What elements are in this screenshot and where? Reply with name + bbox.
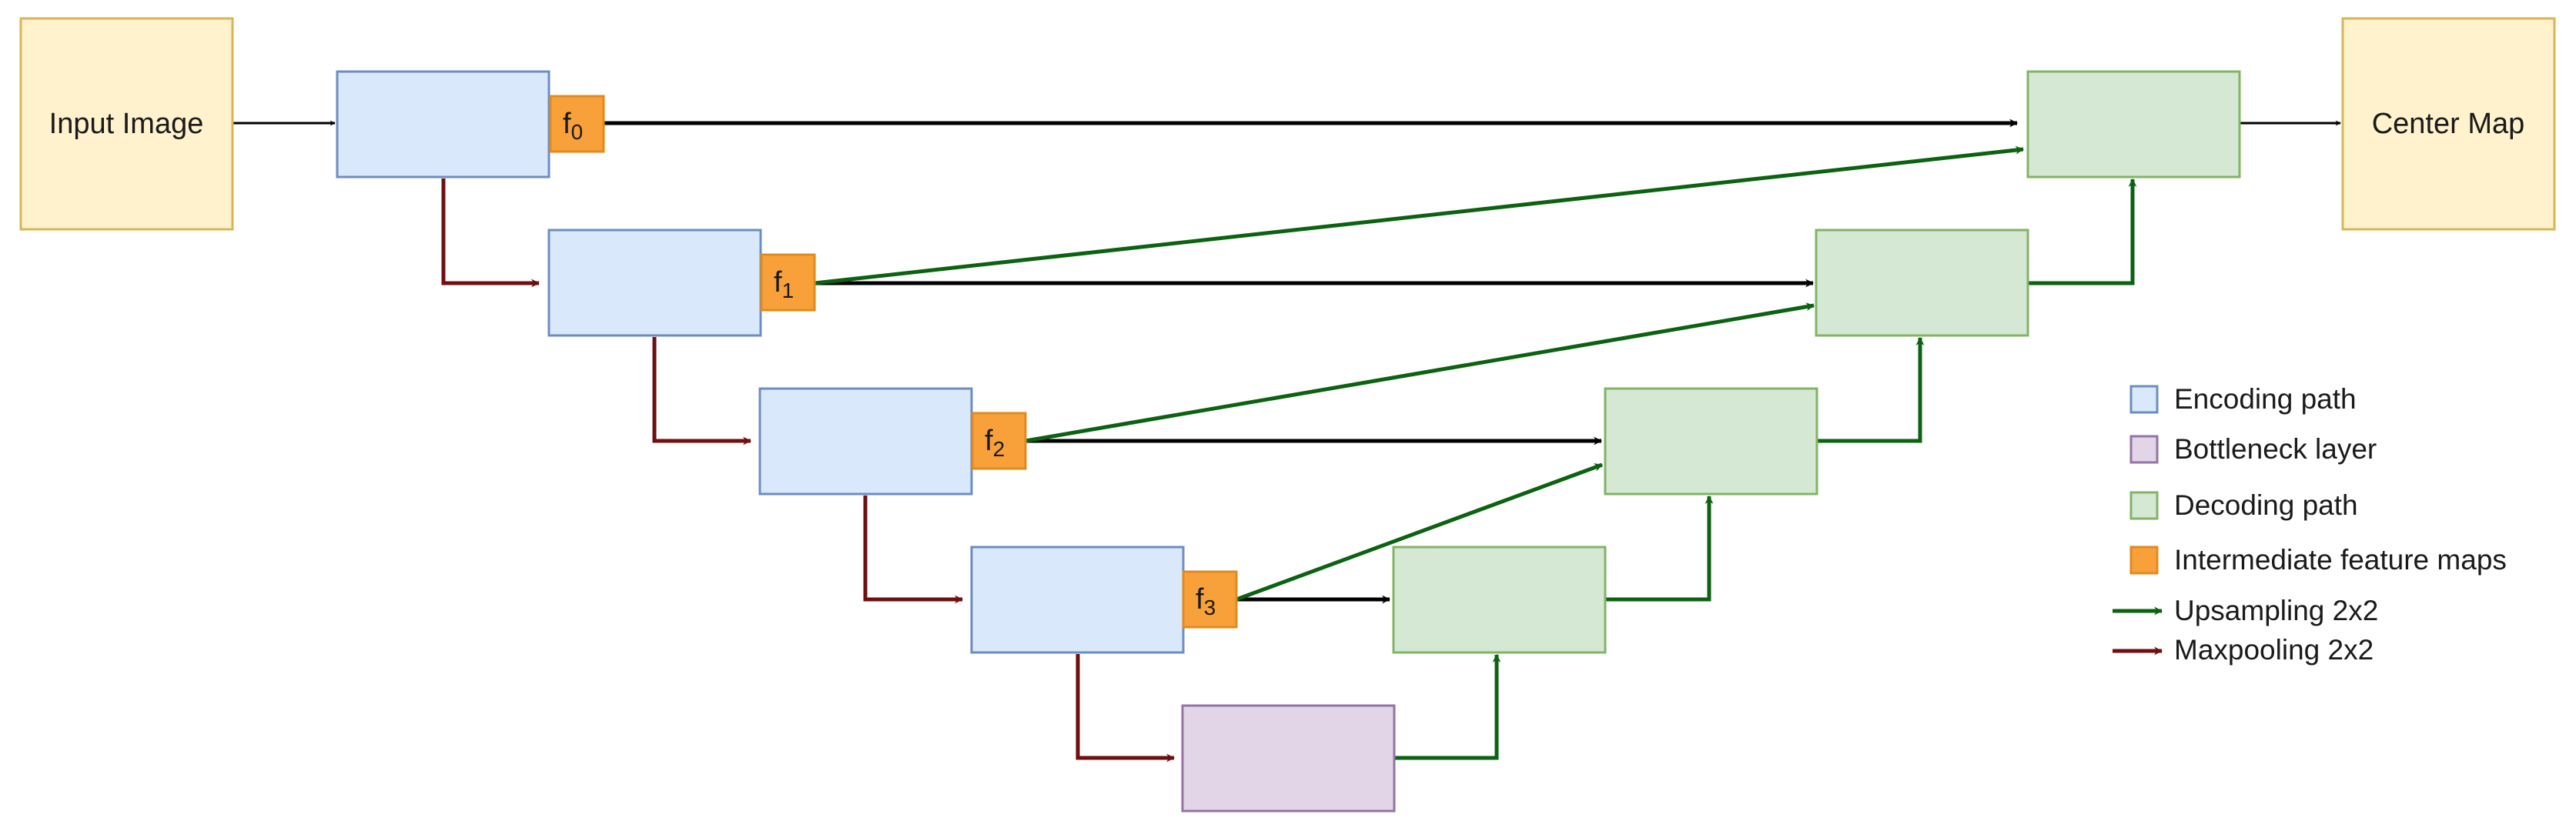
- upsampling-arrows: [814, 145, 2137, 760]
- encoder-blocks: [336, 70, 1185, 654]
- feature-map-2-sub: 2: [993, 437, 1005, 461]
- up-f2-to-d1: [1025, 302, 1815, 443]
- legend-label-upsampling: Upsampling 2x2: [2174, 595, 2378, 626]
- svg-text:f3: f3: [1196, 583, 1216, 619]
- legend: Encoding path Bottleneck layer Decoding …: [2113, 383, 2507, 666]
- feature-map-0-sub: 0: [571, 120, 584, 144]
- up-d1-to-d0: [2028, 178, 2137, 285]
- input-image-label: Input Image: [49, 108, 204, 140]
- feature-map-3-sub: 3: [1204, 596, 1216, 619]
- input-image-box: [19, 17, 234, 231]
- feature-map-2: f2: [971, 412, 1027, 470]
- maxpooling-arrows: [441, 179, 1176, 763]
- feature-map-1: f1: [760, 253, 816, 312]
- maxpool-arrow-0: [441, 179, 540, 288]
- decoder-block-2: [1604, 387, 1818, 496]
- center-map-box: [2341, 17, 2556, 231]
- feature-map-0-base: f: [563, 108, 571, 140]
- feature-map-3: f3: [1182, 570, 1238, 629]
- encoder-block-0: [336, 70, 550, 179]
- decoder-block-3: [1392, 546, 1607, 654]
- legend-label-encoding: Encoding path: [2174, 383, 2357, 415]
- feature-map-1-base: f: [774, 266, 782, 299]
- feature-map-2-base: f: [985, 425, 993, 457]
- svg-text:f1: f1: [774, 266, 794, 302]
- legend-swatch-bottleneck: [2129, 435, 2159, 464]
- feature-map-3-box: [1182, 570, 1238, 629]
- svg-text:f2: f2: [985, 425, 1005, 461]
- legend-label-decoding: Decoding path: [2174, 489, 2358, 521]
- up-d3-to-d2: [1605, 495, 1714, 602]
- up-bottleneck-to-d3: [1393, 653, 1501, 760]
- encoder-block-1: [547, 229, 762, 337]
- svg-text:f0: f0: [563, 108, 583, 144]
- up-f1-to-d0: [814, 145, 2025, 285]
- legend-swatch-decoding: [2129, 491, 2159, 520]
- maxpool-arrow-2: [863, 496, 964, 604]
- legend-label-maxpooling: Maxpooling 2x2: [2174, 634, 2374, 666]
- decoder-block-0: [2026, 70, 2241, 179]
- maxpool-arrow-1: [652, 337, 752, 446]
- feature-map-1-box: [760, 253, 816, 312]
- feature-map-2-box: [971, 412, 1027, 470]
- up-f3-to-d2: [1236, 462, 1604, 602]
- legend-label-intermediate: Intermediate feature maps: [2174, 544, 2507, 576]
- encoder-block-3: [970, 546, 1185, 654]
- legend-swatch-encoding: [2129, 385, 2159, 414]
- feature-map-3-base: f: [1196, 583, 1204, 616]
- decoder-block-1: [1815, 229, 2029, 337]
- decoder-blocks: [1392, 70, 2241, 654]
- encoder-block-2: [758, 387, 973, 496]
- center-map-label: Center Map: [2372, 108, 2525, 140]
- legend-label-bottleneck: Bottleneck layer: [2174, 433, 2377, 465]
- skip-connections: [604, 118, 2019, 604]
- feature-map-0: f0: [549, 95, 605, 153]
- legend-swatch-intermediate: [2129, 546, 2159, 575]
- up-d2-to-d1: [1817, 336, 1925, 443]
- maxpool-arrow-3: [1076, 654, 1176, 763]
- feature-map-0-box: [549, 95, 605, 153]
- feature-map-1-sub: 1: [782, 279, 795, 302]
- bottleneck-block: [1181, 704, 1396, 813]
